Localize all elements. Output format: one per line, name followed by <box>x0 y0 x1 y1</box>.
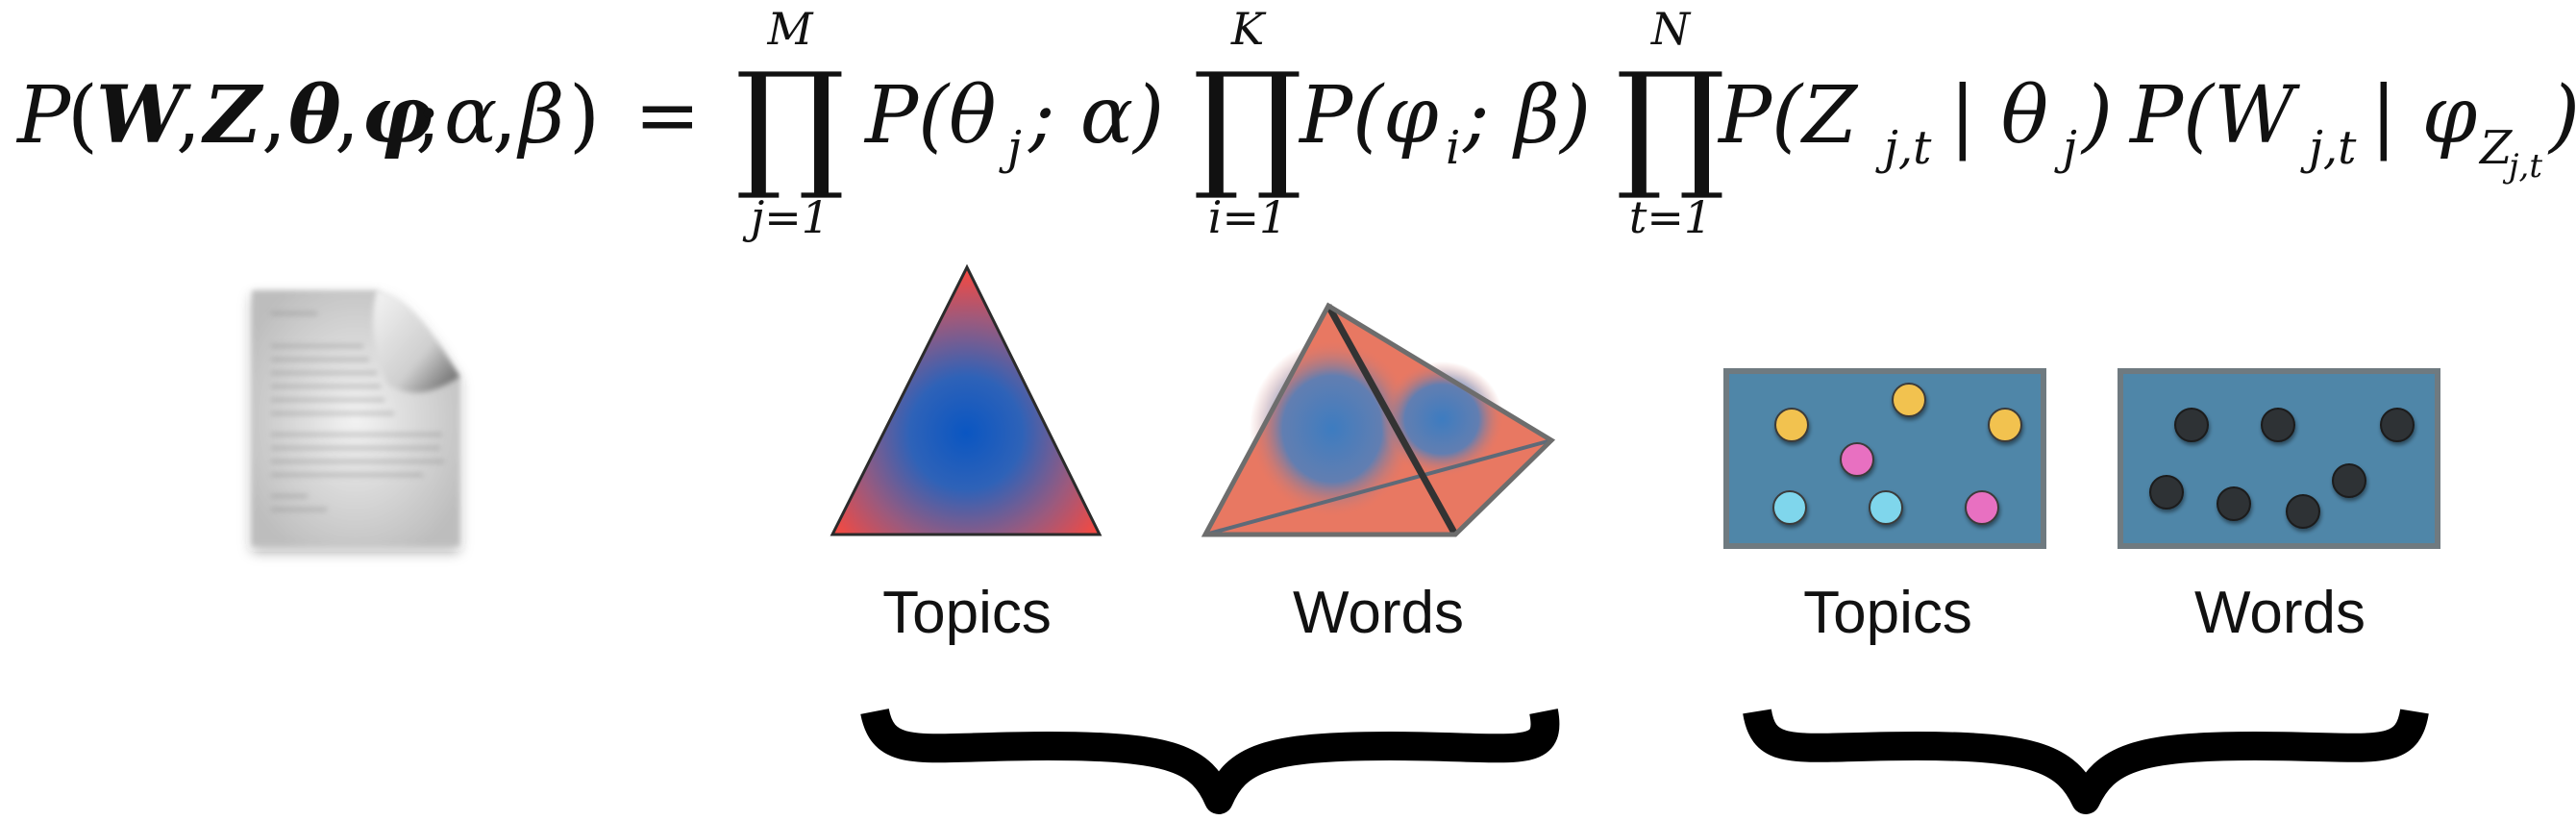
term3-rest: ) <box>2080 70 2113 162</box>
curly-brace-left-icon <box>875 711 1545 800</box>
term2-sub: i <box>1446 121 1460 175</box>
topics-label-right: Topics <box>1803 580 1972 646</box>
words-label-left: Words <box>1293 580 1464 646</box>
term4-subsub: j,t <box>2502 147 2542 186</box>
prod2-lower-limit: i=1 <box>1208 191 1288 243</box>
dark-dots-panel-icon <box>2120 371 2438 546</box>
prod1-symbol: ∏ <box>735 42 846 204</box>
prod1-lower-limit: j=1 <box>742 191 830 243</box>
eq-alpha: α <box>444 70 497 162</box>
eq-theta: θ <box>288 69 341 162</box>
colored-dots-panel-icon <box>1726 371 2043 546</box>
prod2-symbol: ∏ <box>1193 42 1303 204</box>
equation: P ( W , Z , θ , φ ; α , β ) = M ∏ j=1 P(… <box>15 3 2576 243</box>
curly-brace-right-icon <box>1757 711 2415 800</box>
eq-comma-4: , <box>492 70 517 162</box>
eq-P: P <box>15 70 72 162</box>
term1-rest: ; α) <box>1028 70 1164 162</box>
term3-sub: j,t <box>1875 121 1932 175</box>
eq-comma-2: , <box>261 70 286 162</box>
term3: P(Z <box>1717 70 1859 162</box>
words-label-right: Words <box>2194 580 2365 646</box>
topics-label-left: Topics <box>882 580 1052 646</box>
eq-comma-3: , <box>334 70 359 162</box>
eq-beta: β <box>516 70 564 162</box>
term3-mid: | θ <box>1949 70 2048 162</box>
term4-rest: ) <box>2547 70 2576 162</box>
term2-rest: ; β) <box>1462 70 1591 162</box>
term4-sub: j,t <box>2300 121 2357 175</box>
term2: P(φ <box>1298 70 1439 162</box>
term4-mid: | φ <box>2370 70 2478 162</box>
eq-Z: Z <box>201 69 264 162</box>
eq-semicolon: ; <box>415 70 442 162</box>
term3-sub2: j <box>2054 121 2077 175</box>
term4: P(W <box>2128 70 2300 162</box>
tetrahedron-simplex-icon <box>1205 306 1551 535</box>
eq-open-paren: ( <box>67 70 98 162</box>
document-icon <box>252 290 459 546</box>
term1-sub: j <box>999 121 1022 175</box>
eq-equals: = <box>634 70 701 162</box>
eq-comma-1: , <box>176 70 201 162</box>
term1: P(θ <box>863 70 997 162</box>
prod3-symbol: ∏ <box>1616 42 1726 204</box>
triangle-simplex-icon <box>832 267 1100 535</box>
prod3-lower-limit: t=1 <box>1629 191 1712 243</box>
eq-close-paren: ) <box>569 70 600 162</box>
